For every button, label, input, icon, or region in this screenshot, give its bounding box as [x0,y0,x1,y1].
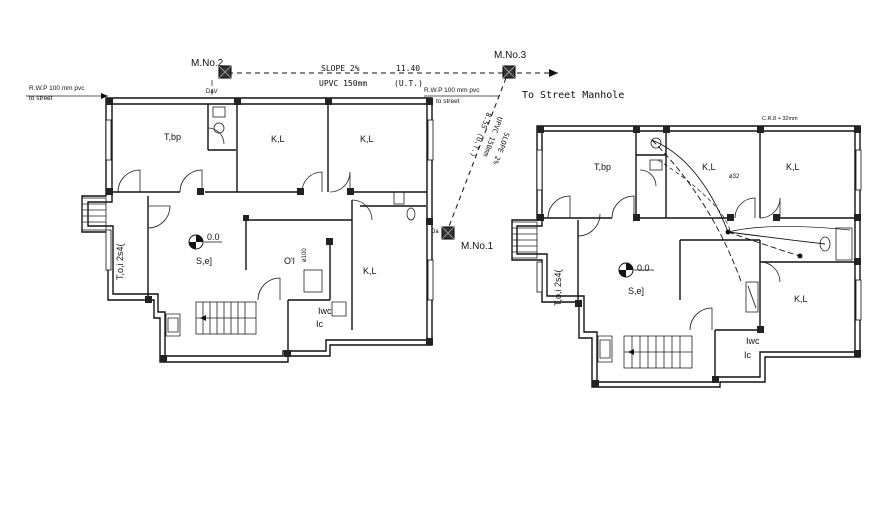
p1-oil-label: O'l [284,256,295,266]
manhole-mn3 [502,65,516,79]
p1-dv-label: DaV [206,89,218,95]
entry-steps [81,197,107,231]
p1-level-label: 0.0 [207,232,220,242]
p1-room-right: K,L [363,266,377,276]
pipe-top-length: 11.40 [396,64,420,73]
manhole-mn2 [218,65,232,79]
rwp-left-line2: to street [29,95,53,102]
entry-steps-2 [511,221,538,259]
p2-cable-label: C.R.8 + 32mm [762,116,798,122]
p1-room-top-right: K,L [360,134,374,144]
p1-ic-label: Ic [316,319,324,329]
staircase-2 [623,335,693,369]
p1-room-top-left: T,bp [164,132,181,142]
pipe-diag-length: 8.55 [479,111,493,130]
mn1-label: M.No.1 [461,241,494,252]
p1-dining-label: S,e] [196,256,212,266]
rwp-right-line2: to street [436,98,460,105]
mn3-label: M.No.3 [494,50,527,61]
drainage-network [26,69,558,230]
p2-room-right: K,L [794,294,808,304]
rwp-left-arrow-icon [101,93,108,99]
staircase [195,301,257,335]
p2-living-label: T,o,i 2s4( [553,269,563,306]
plan-1: T,bp K,L K,L T,o,i 2s4( S,e] 0.0 O'l K,L… [81,89,439,363]
pipe-diag-labels: 8.55 (U.T.) UPVC 150mm SLOPE 2% [468,111,511,166]
rwp-right-line1: R.W.P 100 mm pvc [424,87,480,94]
p2-level-label: 0.0 [637,263,650,273]
p2-room-top-mid: K,L [702,162,716,172]
p2-room-top-left: T,bp [594,162,611,172]
manhole-mn1 [441,226,455,240]
p1-wc-label: Iwc [318,306,332,316]
p2-room-top-right: K,L [786,162,800,172]
p2-wc-label: Iwc [746,336,760,346]
p2-ic-label: Ic [744,350,752,360]
pipe-top-material: UPVC 150mm [319,79,367,88]
p1-room-top-mid: K,L [271,134,285,144]
p2-dining-label: S,e] [628,286,644,296]
plan-2: T,bp K,L K,L T,o,i 2s4( S,e] 0.0 K,L Iwc… [511,116,862,388]
pipe-top-slope: SLOPE 2% [321,64,360,73]
flow-arrow-icon [549,69,558,77]
p1-dv2-label: Da [431,229,439,235]
level-marker-2 [618,262,654,278]
mn2-label: M.No.2 [191,58,224,69]
street-manhole-label: To Street Manhole [522,90,624,101]
level-marker-1 [188,234,222,250]
rwp-left-line1: R.W.P 100 mm pvc [29,85,85,92]
p1-living-label: T,o,i 2s4( [115,243,125,280]
p1-d100-label: ø100 [302,248,308,262]
pipe-top-ut: (U.T.) [394,79,423,88]
p2-d32-label: ø32 [729,174,740,180]
